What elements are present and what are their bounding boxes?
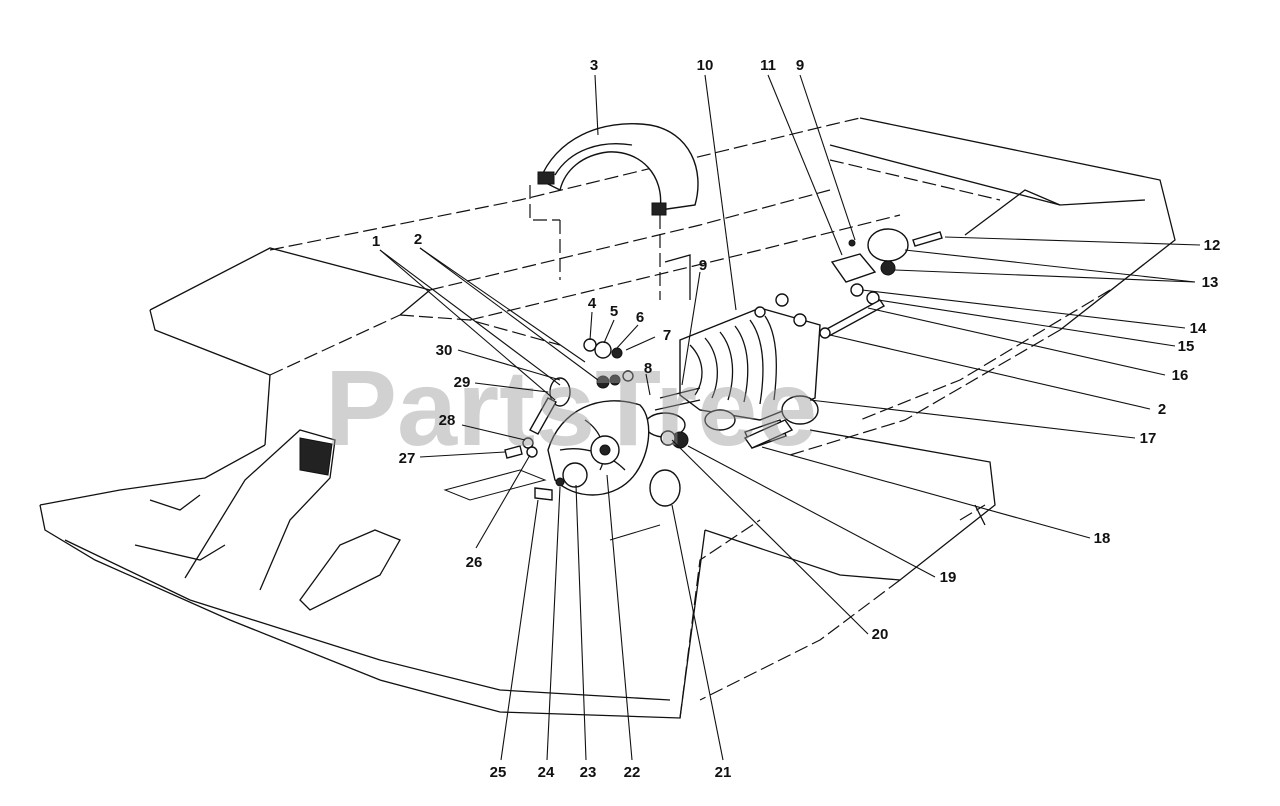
callout-7: 7 [663,327,671,344]
leader-lines [379,74,1201,761]
brake-assembly [819,228,943,339]
callout-20: 20 [872,626,889,643]
callout-27: 27 [399,450,416,467]
callout-15: 15 [1178,338,1195,355]
callout-18: 18 [1094,530,1111,547]
callout-6: 6 [636,309,644,326]
callout-3: 3 [590,57,598,74]
callout-30: 30 [436,342,453,359]
callout-25: 25 [490,764,507,781]
fan-pulley-group [504,400,794,507]
callout-22: 22 [624,764,641,781]
callout-5: 5 [610,303,618,320]
callout-8: 8 [644,360,652,377]
watermark: PartsTree [325,347,817,468]
callout-14: 14 [1190,320,1207,337]
callout-26: 26 [466,554,483,571]
callout-24: 24 [538,764,555,781]
callout-29: 29 [454,374,471,391]
callout-13: 13 [1202,274,1219,291]
callout-2-right: 2 [1158,401,1166,418]
callout-4: 4 [588,295,597,312]
callout-1: 1 [372,233,380,250]
callout-11: 11 [760,57,776,74]
callout-2-top: 2 [414,231,422,248]
callout-21: 21 [715,764,732,781]
callout-9-mid: 9 [699,257,707,274]
callout-16: 16 [1172,367,1189,384]
callout-23: 23 [580,764,597,781]
hardware-group [529,338,634,435]
callout-17: 17 [1140,430,1157,447]
callout-labels: 1 2 3 4 5 6 7 8 9 10 11 9 12 13 14 15 16… [372,57,1221,781]
callout-12: 12 [1204,237,1221,254]
chassis-frame [39,117,1176,719]
belt-guard [529,123,699,300]
callout-10: 10 [697,57,714,74]
callout-9-top: 9 [796,57,804,74]
callout-28: 28 [439,412,456,429]
callout-19: 19 [940,569,957,586]
